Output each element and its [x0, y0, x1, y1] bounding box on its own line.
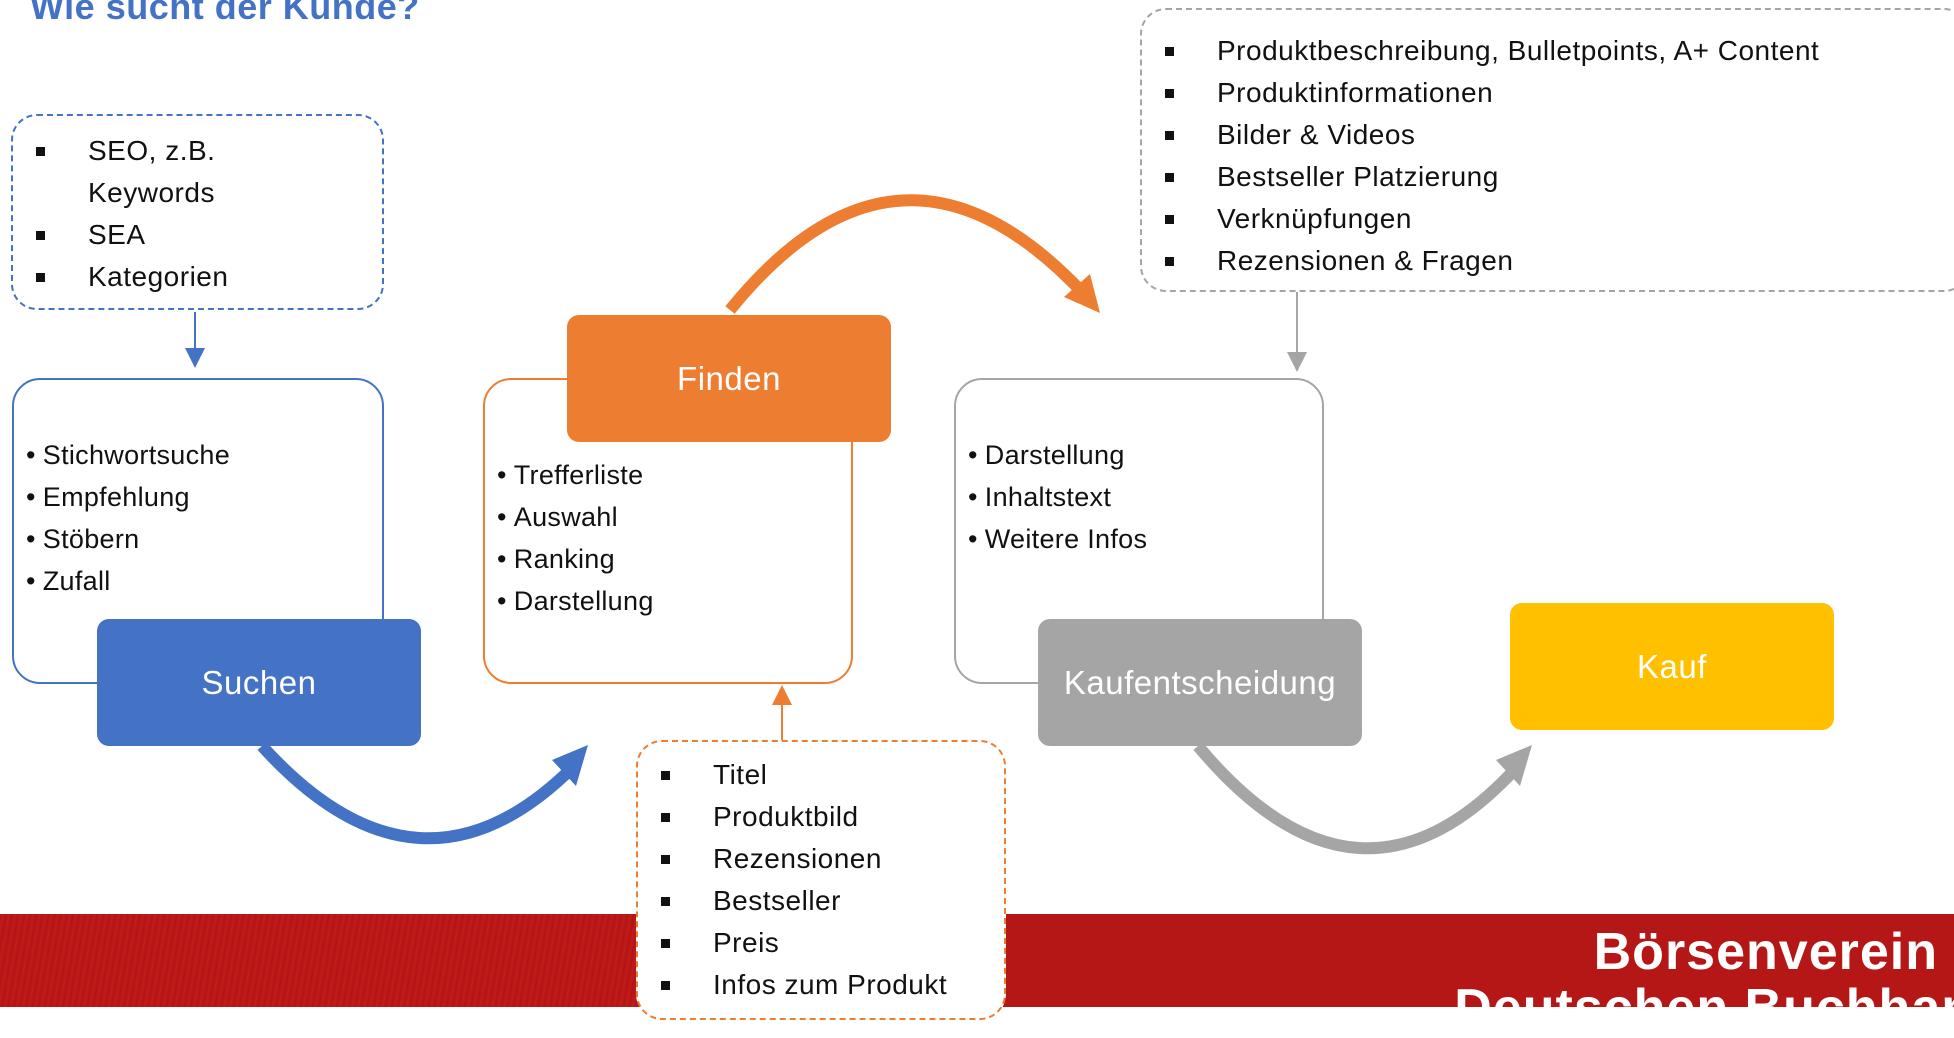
list-item: Preis: [638, 922, 1004, 964]
list-item: Ranking: [497, 538, 851, 580]
list-item: SEO, z.B. Keywords: [13, 130, 313, 214]
list-item: Bestseller Platzierung: [1142, 156, 1954, 198]
list-item: Inhaltstext: [968, 476, 1322, 518]
step-header-suchen: Suchen: [97, 619, 421, 746]
list-item: Kategorien: [13, 256, 313, 298]
list-item: Trefferliste: [497, 454, 851, 496]
arrowhead-gray: [1496, 745, 1532, 786]
list-item: Rezensionen: [638, 838, 1004, 880]
arrowhead-orange: [1064, 274, 1100, 313]
list-item: Produktbeschreibung, Bulletpoints, A+ Co…: [1142, 30, 1954, 72]
list-item: Stöbern: [26, 518, 382, 560]
brand-logo-line1: Börsenverein: [1593, 923, 1938, 981]
brand-logo-line2: Deutschen Buchhan: [1454, 979, 1954, 1037]
footer-band-solid: [900, 914, 1954, 1007]
list-item: Weitere Infos: [968, 518, 1322, 560]
callout-seo: SEO, z.B. Keywords SEA Kategorien: [11, 114, 384, 310]
arrowhead-blue: [552, 745, 588, 786]
list-item: Auswahl: [497, 496, 851, 538]
list-item: Produktinformationen: [1142, 72, 1954, 114]
list-item: SEA: [13, 214, 313, 256]
list-item: Bestseller: [638, 880, 1004, 922]
list-item: Rezensionen & Fragen: [1142, 240, 1954, 282]
step-header-kaufentscheidung: Kaufentscheidung: [1038, 619, 1362, 746]
curved-arrow-suchen-to-finden: [257, 741, 579, 845]
list-item: Empfehlung: [26, 476, 382, 518]
list-item: Darstellung: [497, 580, 851, 622]
page-title: Wie sucht der Kunde?: [30, 0, 420, 27]
step-header-finden: Finden: [567, 315, 891, 442]
list-item: Titel: [638, 754, 1004, 796]
list-item: Stichwortsuche: [26, 434, 382, 476]
list-item: Produktbild: [638, 796, 1004, 838]
list-item: Darstellung: [968, 434, 1322, 476]
step-header-kauf: Kauf: [1510, 603, 1834, 730]
flow-arrows: [185, 194, 1532, 855]
list-item: Bilder & Videos: [1142, 114, 1954, 156]
list-item: Verknüpfungen: [1142, 198, 1954, 240]
list-item: Infos zum Produkt: [638, 964, 1004, 1006]
curved-arrow-finden-to-kaufentscheidung: [725, 194, 1087, 314]
list-item: Zufall: [26, 560, 382, 602]
callout-product: Titel Produktbild Rezensionen Bestseller…: [636, 740, 1006, 1020]
curved-arrow-kaufentscheidung-to-kauf: [1193, 742, 1523, 855]
callout-listing: Produktbeschreibung, Bulletpoints, A+ Co…: [1140, 8, 1954, 292]
